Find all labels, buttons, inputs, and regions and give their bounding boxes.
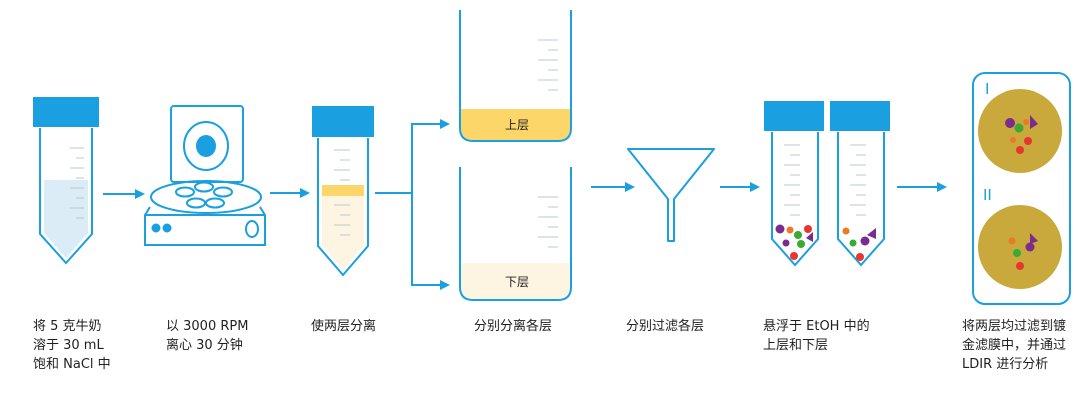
membrane-slide-icon: I II <box>972 72 1071 305</box>
lower-layer-label: 下层 <box>505 275 529 289</box>
separated-tube-icon <box>312 106 374 277</box>
upper-layer-label: 上层 <box>505 118 529 132</box>
suspension-tube-upper-icon <box>764 101 824 267</box>
slide-mark-2: II <box>983 186 992 204</box>
funnel-icon <box>627 148 715 242</box>
step-7-caption: 将两层均过滤到镀 金滤膜中，并通过 LDIR 进行分析 <box>962 319 1067 372</box>
step-2-caption: 以 3000 RPM 离心 30 分钟 <box>166 319 249 353</box>
step-3-caption: 使两层分离 <box>311 319 377 334</box>
step-5-caption: 分别过滤各层 <box>626 319 705 334</box>
arrow-split-upper <box>375 119 450 194</box>
slide-mark-1: I <box>985 80 989 98</box>
lower-beaker-icon: 下层 <box>459 167 572 301</box>
arrow-split-lower <box>375 192 450 290</box>
step-4-caption: 分别分离各层 <box>474 319 553 334</box>
centrifuge-icon <box>144 105 266 246</box>
step-6-caption: 悬浮于 EtOH 中的 上层和下层 <box>763 319 870 353</box>
upper-beaker-icon: 上层 <box>459 10 572 142</box>
step-1-caption: 将 5 克牛奶 溶于 30 mL 饱和 NaCl 中 <box>33 319 111 372</box>
suspension-tube-lower-icon <box>830 101 890 267</box>
milk-tube-icon <box>33 97 99 265</box>
